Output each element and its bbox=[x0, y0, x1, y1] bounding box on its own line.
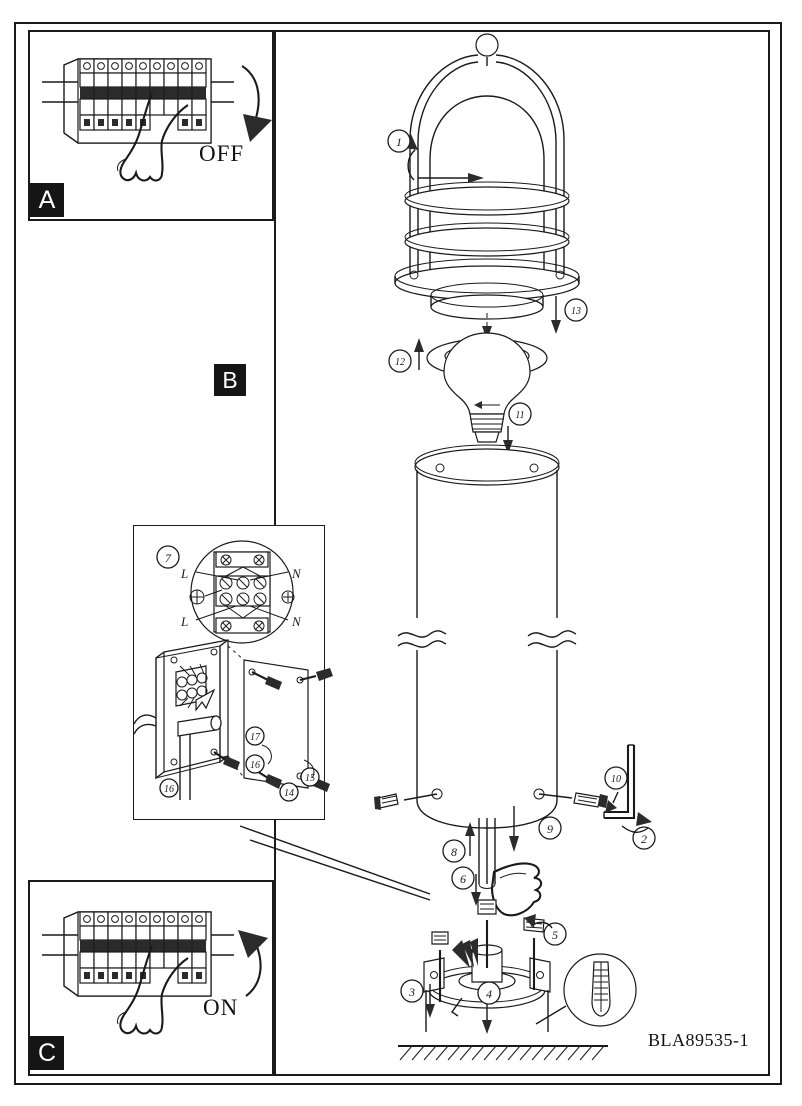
callout-13: 13 bbox=[551, 296, 588, 334]
cage-guard bbox=[394, 33, 580, 320]
svg-text:17: 17 bbox=[250, 732, 261, 743]
svg-text:14: 14 bbox=[284, 788, 294, 799]
callout-10: 10 bbox=[604, 766, 628, 813]
callout-16: 16 bbox=[245, 744, 272, 774]
callout-2: 2 bbox=[621, 812, 656, 850]
wall-anchor-detail bbox=[535, 953, 637, 1027]
hex-key bbox=[603, 744, 636, 820]
svg-text:10: 10 bbox=[611, 774, 621, 785]
set-screw-right bbox=[538, 792, 608, 808]
terminal-label-L-top: L bbox=[180, 566, 188, 581]
svg-text:5: 5 bbox=[552, 928, 558, 942]
svg-text:15: 15 bbox=[305, 773, 315, 784]
fixture-body bbox=[397, 444, 577, 829]
svg-text:16: 16 bbox=[164, 784, 174, 795]
callout-6: 6 bbox=[451, 866, 481, 906]
panel-badge-c: C bbox=[30, 1036, 64, 1070]
svg-text:4: 4 bbox=[486, 987, 492, 1001]
svg-text:12: 12 bbox=[395, 357, 405, 368]
panel-c-state-label: ON bbox=[203, 995, 239, 1020]
terminal-label-N-top: N bbox=[291, 566, 302, 581]
box-screw-left bbox=[213, 751, 240, 770]
callout-3: 3 bbox=[400, 979, 435, 1018]
callout-box-left: 16 bbox=[159, 778, 179, 798]
sheet-outer-frame bbox=[14, 22, 782, 1085]
terminal-label-L-bottom: L bbox=[180, 614, 188, 629]
svg-text:3: 3 bbox=[408, 985, 415, 999]
svg-text:7: 7 bbox=[165, 551, 172, 565]
svg-text:1: 1 bbox=[396, 135, 402, 149]
callout-5: 5 bbox=[524, 914, 567, 946]
callout-8: 8 bbox=[442, 822, 475, 863]
wall-screws bbox=[431, 899, 545, 1002]
part-code-label: BLA89535-1 bbox=[648, 1030, 749, 1050]
callout-11: 11 bbox=[503, 402, 532, 454]
callout-17: 17 bbox=[245, 726, 265, 746]
panel-a-state-label: OFF bbox=[199, 141, 245, 166]
set-screw-left bbox=[374, 793, 438, 810]
svg-text:6: 6 bbox=[460, 872, 466, 886]
svg-text:8: 8 bbox=[451, 845, 457, 859]
junction-box bbox=[133, 639, 229, 800]
svg-text:13: 13 bbox=[571, 306, 581, 317]
wire-bundle bbox=[478, 818, 496, 889]
wall-hatching bbox=[398, 1044, 608, 1061]
plate-screw-top-left bbox=[251, 671, 282, 690]
callout-12: 12 bbox=[388, 338, 424, 373]
terminal-label-N-bottom: N bbox=[291, 614, 302, 629]
hand-pushing-wires bbox=[490, 862, 543, 917]
panel-badge-a: A bbox=[30, 183, 64, 217]
svg-text:2: 2 bbox=[641, 832, 647, 846]
callout-7: 7 bbox=[156, 545, 180, 569]
plate-screw-top-right bbox=[299, 668, 333, 682]
lamp-bulb bbox=[426, 332, 548, 443]
callout-14: 14 bbox=[279, 782, 299, 802]
svg-text:16: 16 bbox=[250, 760, 260, 771]
svg-text:11: 11 bbox=[515, 410, 524, 421]
callout-15: 15 bbox=[300, 759, 320, 787]
svg-text:9: 9 bbox=[547, 822, 553, 836]
callout-4: 4 bbox=[477, 981, 501, 1005]
callout-9: 9 bbox=[509, 806, 562, 852]
panel-badge-b: B bbox=[214, 364, 246, 396]
callout-1: 1 bbox=[387, 129, 411, 153]
terminal-block-detail bbox=[189, 540, 295, 644]
